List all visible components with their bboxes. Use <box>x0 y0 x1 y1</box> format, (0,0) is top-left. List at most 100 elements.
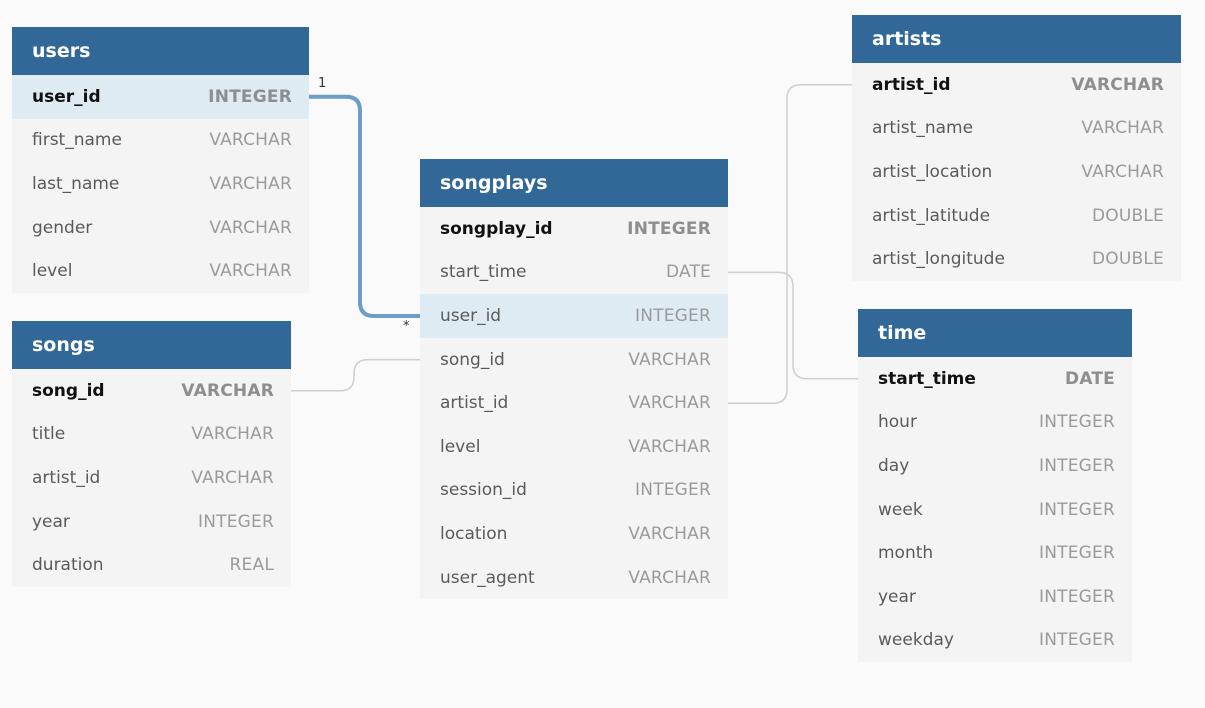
table-title[interactable]: songplays <box>420 159 728 207</box>
field-type: VARCHAR <box>209 130 292 151</box>
field-type: DATE <box>1065 368 1115 389</box>
field-type: DOUBLE <box>1092 205 1164 226</box>
field-name: start_time <box>878 368 976 389</box>
field-name: hour <box>878 412 917 433</box>
field-type: INTEGER <box>635 480 711 501</box>
cardinality-label-many: * <box>403 319 410 334</box>
field-row-week[interactable]: week INTEGER <box>858 488 1132 532</box>
field-type: VARCHAR <box>628 567 711 588</box>
field-name: weekday <box>878 630 954 651</box>
field-type: INTEGER <box>635 305 711 326</box>
field-type: VARCHAR <box>191 424 274 445</box>
field-row-year[interactable]: year INTEGER <box>12 500 291 544</box>
field-row-artist-longitude[interactable]: artist_longitude DOUBLE <box>852 237 1181 281</box>
field-row-title[interactable]: title VARCHAR <box>12 413 291 457</box>
field-name: location <box>440 523 508 544</box>
field-name: day <box>878 455 910 476</box>
field-type: INTEGER <box>1039 455 1115 476</box>
field-row-level[interactable]: level VARCHAR <box>12 249 309 293</box>
relation-line-time-songplays[interactable] <box>728 271 858 380</box>
field-name: title <box>32 424 66 445</box>
field-type: INTEGER <box>1039 499 1115 520</box>
field-type: VARCHAR <box>628 523 711 544</box>
field-name: artist_id <box>440 393 509 414</box>
field-type: VARCHAR <box>1081 118 1164 139</box>
field-row-user-id[interactable]: user_id INTEGER <box>12 75 309 119</box>
field-name: first_name <box>32 130 122 151</box>
field-name: song_id <box>440 349 505 370</box>
field-name: song_id <box>32 380 105 401</box>
field-name: year <box>32 511 70 532</box>
field-type: VARCHAR <box>209 217 292 238</box>
field-row-start-time[interactable]: start_time DATE <box>858 357 1132 401</box>
field-type: VARCHAR <box>209 173 292 194</box>
field-row-session-id[interactable]: session_id INTEGER <box>420 469 728 513</box>
field-type: INTEGER <box>627 218 711 239</box>
field-type: VARCHAR <box>209 261 292 282</box>
field-row-start-time[interactable]: start_time DATE <box>420 251 728 295</box>
field-type: INTEGER <box>1039 543 1115 564</box>
field-name: artist_name <box>872 118 974 139</box>
field-row-songplay-id[interactable]: songplay_id INTEGER <box>420 207 728 251</box>
field-type: VARCHAR <box>181 380 274 401</box>
field-type: INTEGER <box>208 86 292 107</box>
field-name: user_agent <box>440 567 535 588</box>
table-title[interactable]: time <box>858 309 1132 357</box>
field-type: VARCHAR <box>628 349 711 370</box>
field-row-location[interactable]: location VARCHAR <box>420 512 728 556</box>
field-row-song-id[interactable]: song_id VARCHAR <box>420 338 728 382</box>
relation-line-users-songplays[interactable] <box>309 94 420 318</box>
field-type: REAL <box>229 555 274 576</box>
field-name: artist_longitude <box>872 249 1005 270</box>
table-title[interactable]: songs <box>12 321 291 369</box>
field-row-level[interactable]: level VARCHAR <box>420 425 728 469</box>
field-row-artist-id[interactable]: artist_id VARCHAR <box>852 63 1181 107</box>
field-row-artist-name[interactable]: artist_name VARCHAR <box>852 107 1181 151</box>
field-name: user_id <box>32 86 101 107</box>
field-type: INTEGER <box>1039 412 1115 433</box>
table-title[interactable]: users <box>12 27 309 75</box>
field-name: level <box>440 436 481 457</box>
table-title[interactable]: artists <box>852 15 1181 63</box>
field-name: songplay_id <box>440 218 553 239</box>
field-row-first-name[interactable]: first_name VARCHAR <box>12 119 309 163</box>
field-type: DOUBLE <box>1092 249 1164 270</box>
field-row-day[interactable]: day INTEGER <box>858 444 1132 488</box>
field-row-weekday[interactable]: weekday INTEGER <box>858 619 1132 663</box>
relation-line-artists-songplays[interactable] <box>728 84 852 404</box>
field-type: VARCHAR <box>628 436 711 457</box>
field-name: level <box>32 261 73 282</box>
field-type: DATE <box>665 262 711 283</box>
field-row-artist-latitude[interactable]: artist_latitude DOUBLE <box>852 194 1181 238</box>
field-name: artist_latitude <box>872 205 991 226</box>
field-row-song-id[interactable]: song_id VARCHAR <box>12 369 291 413</box>
field-name: session_id <box>440 480 527 501</box>
field-name: week <box>878 499 923 520</box>
field-name: artist_id <box>32 467 101 488</box>
field-name: artist_id <box>872 74 951 95</box>
field-type: INTEGER <box>1039 630 1115 651</box>
relation-line-songs-songplays[interactable] <box>291 358 420 392</box>
field-row-user-agent[interactable]: user_agent VARCHAR <box>420 556 728 600</box>
field-type: INTEGER <box>1039 586 1115 607</box>
field-row-hour[interactable]: hour INTEGER <box>858 401 1132 445</box>
field-type: VARCHAR <box>1071 74 1164 95</box>
field-name: start_time <box>440 262 527 283</box>
field-type: VARCHAR <box>1081 161 1164 182</box>
field-type: INTEGER <box>198 511 274 532</box>
